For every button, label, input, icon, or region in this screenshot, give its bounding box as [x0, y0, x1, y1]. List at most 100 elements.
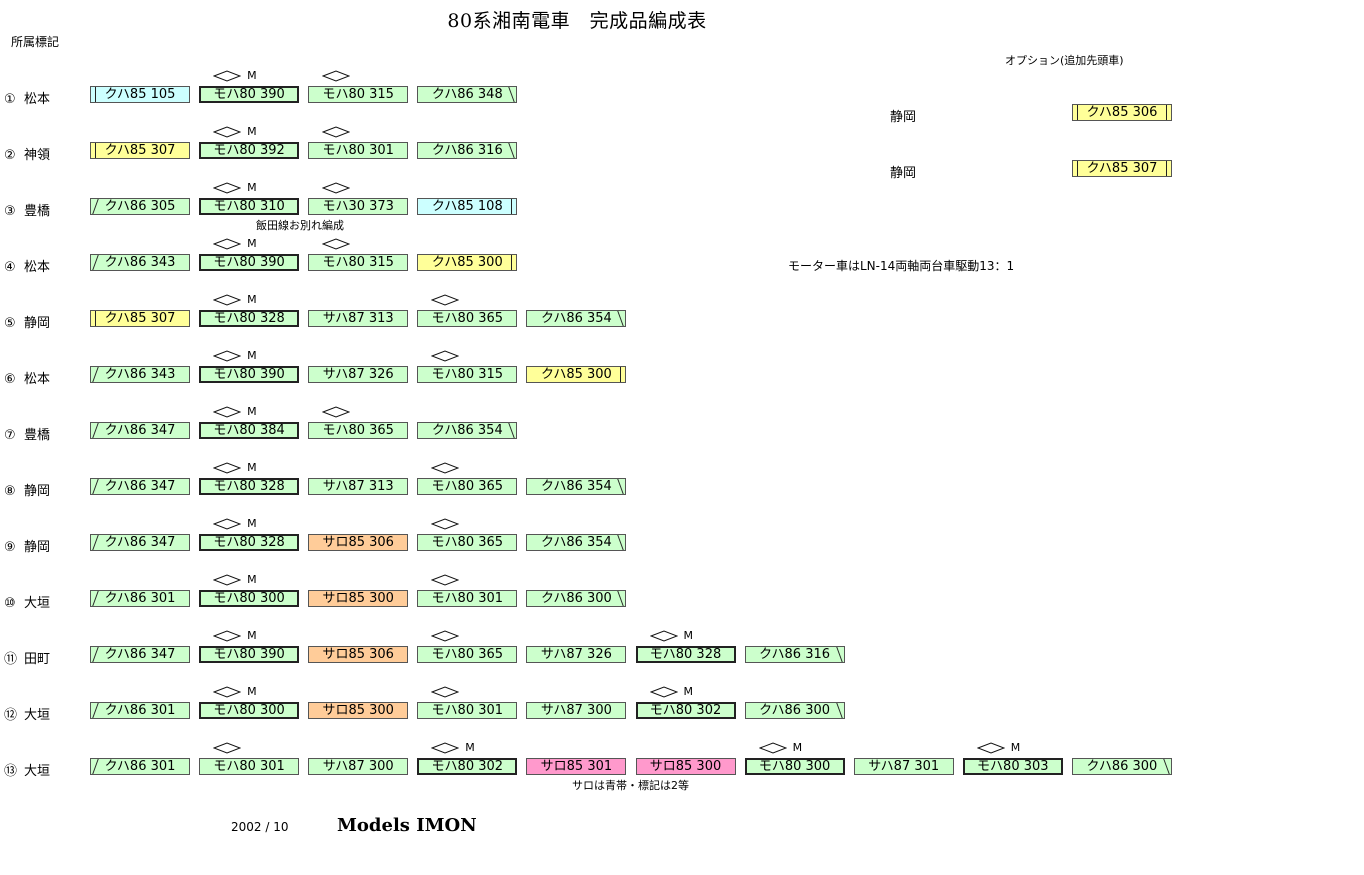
cab-end-mark	[92, 591, 99, 606]
car-box: モハ80 328	[199, 478, 300, 495]
cab-end-mark	[508, 87, 516, 102]
car-label: クハ85 307	[104, 311, 176, 326]
motor-marker: M	[247, 293, 257, 306]
car-label: クハ86 347	[104, 423, 176, 438]
cab-end-mark	[95, 143, 96, 158]
car-box: サロ85 301	[526, 758, 627, 775]
car-label: サロ85 300	[322, 591, 394, 606]
formation-number: ⑫	[4, 708, 18, 723]
cab-end-mark	[620, 367, 622, 382]
car-box: クハ86 316	[417, 142, 518, 159]
cab-end-mark	[92, 255, 99, 270]
cab-end-mark	[511, 199, 513, 214]
car-box: クハ85 105	[90, 86, 190, 103]
pantograph-icon	[213, 462, 242, 474]
car-box: モハ80 392	[199, 142, 300, 159]
car-box: サハ87 300	[308, 758, 409, 775]
car-box: クハ86 300	[1071, 758, 1172, 775]
car-box: モハ80 302	[417, 758, 518, 775]
cab-end-mark	[92, 647, 99, 662]
car-label: サハ87 300	[322, 759, 394, 774]
motor-marker: M	[247, 125, 257, 138]
car-box: クハ86 301	[90, 758, 190, 775]
car-box: モハ80 390	[199, 366, 300, 383]
car-label: モハ80 328	[649, 647, 722, 662]
pantograph-icon	[976, 742, 1005, 754]
car-label: クハ86 301	[104, 759, 176, 774]
motor-marker: M	[247, 181, 257, 194]
cab-end-mark	[1077, 161, 1078, 176]
formation-station: 大垣	[24, 708, 51, 723]
car-label: モハ80 301	[431, 591, 504, 606]
car-box: モハ80 315	[308, 86, 409, 103]
car-label: クハ86 301	[104, 703, 176, 718]
cab-end-mark	[92, 703, 99, 718]
car-label: クハ86 354	[540, 535, 612, 550]
formation-station: 静岡	[24, 540, 51, 555]
car-box: モハ80 365	[417, 310, 518, 327]
car-label: クハ86 300	[540, 591, 612, 606]
cab-end-mark	[617, 591, 625, 606]
car-box: サハ87 326	[308, 366, 409, 383]
pantograph-icon	[431, 462, 460, 474]
footer-brand: Models IMON	[337, 815, 477, 836]
car-label: モハ80 315	[322, 87, 394, 102]
pantograph-icon	[431, 630, 460, 642]
car-box: クハ86 347	[90, 646, 190, 663]
car-label: クハ86 347	[104, 479, 176, 494]
car-box: モハ80 390	[199, 646, 300, 663]
cab-end-mark	[92, 423, 99, 438]
car-box: クハ85 300	[417, 254, 518, 271]
car-label: クハ85 300	[540, 367, 612, 382]
car-label: モハ80 365	[431, 479, 504, 494]
pantograph-icon	[213, 238, 242, 250]
car-box: モハ80 301	[308, 142, 409, 159]
cab-end-mark	[1163, 759, 1170, 774]
car-label: サロ85 306	[322, 647, 394, 662]
car-box: クハ86 354	[417, 422, 518, 439]
motor-marker: M	[247, 685, 257, 698]
car-label: クハ86 354	[540, 311, 612, 326]
cab-end-mark	[508, 143, 516, 158]
motor-marker: M	[465, 741, 475, 754]
car-label: サロ85 301	[540, 759, 613, 774]
car-box: クハ86 347	[90, 534, 190, 551]
car-box: サハ87 326	[526, 646, 627, 663]
motor-marker: M	[247, 237, 257, 250]
cab-end-mark	[1166, 161, 1167, 176]
formation-number: ①	[4, 92, 16, 107]
car-box: モハ80 301	[417, 590, 518, 607]
cab-end-mark	[92, 759, 99, 774]
formation-station: 大垣	[24, 764, 51, 779]
car-label: クハ85 108	[431, 199, 503, 214]
car-label: モハ80 301	[322, 143, 394, 158]
car-label: クハ86 301	[104, 591, 176, 606]
car-label: クハ86 348	[431, 87, 503, 102]
motor-marker: M	[247, 349, 257, 362]
cab-end-mark	[1077, 105, 1078, 120]
pantograph-icon	[431, 294, 460, 306]
car-box: モハ80 300	[199, 590, 300, 607]
car-label: モハ80 300	[758, 759, 831, 774]
car-box: クハ86 347	[90, 422, 190, 439]
car-box: クハ85 300	[526, 366, 627, 383]
formation-label: ⑫ 大垣	[4, 704, 50, 723]
car-label: クハ85 105	[104, 87, 176, 102]
car-box: モハ80 303	[962, 758, 1063, 775]
car-label: サハ87 313	[322, 479, 394, 494]
motor-marker: M	[247, 69, 257, 82]
car-box: クハ86 354	[526, 478, 627, 495]
pantograph-icon	[213, 742, 242, 754]
pantograph-icon	[649, 686, 678, 698]
motor-marker: M	[792, 741, 803, 754]
formation-number: ④	[4, 260, 16, 275]
car-box: クハ85 307	[1072, 160, 1172, 177]
car-box: サロ85 300	[308, 590, 409, 607]
